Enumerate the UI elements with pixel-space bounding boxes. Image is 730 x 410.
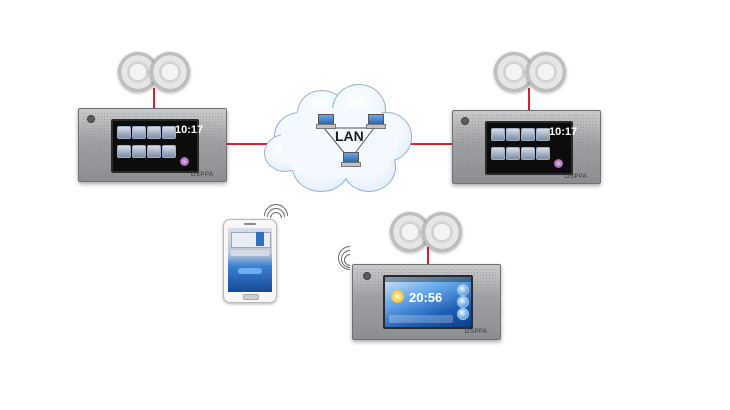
weather-sun-icon [391, 290, 404, 303]
panel-clock: 10:17 [549, 126, 578, 138]
app-tile-icon [117, 126, 131, 139]
app-tile-icon [491, 128, 505, 141]
menu-button-icon [457, 284, 469, 296]
link-right-speakers-to-panel [528, 88, 530, 110]
wifi-icon [259, 199, 294, 233]
app-tile-icon [147, 145, 161, 158]
app-tile-icon [521, 128, 535, 141]
app-tile-icon [117, 145, 131, 158]
smartphone-icon [223, 219, 277, 303]
panel-sensor [461, 117, 469, 125]
phone-screen [228, 228, 272, 292]
panel-clock: 10:17 [175, 124, 204, 136]
bottom-wall-panel: 20:56 DSPPA [352, 264, 501, 340]
status-bar [385, 277, 471, 282]
app-tile-icon [162, 145, 176, 158]
link-bottom-speakers-to-panel [427, 247, 429, 264]
app-tile-icon [132, 145, 146, 158]
app-tile-icon [536, 128, 550, 141]
ceiling-speaker-icon [422, 212, 462, 252]
panel-brand: DSPPA [565, 174, 588, 180]
menu-button-icon [457, 296, 469, 308]
phone-home-button [243, 294, 259, 300]
lan-label: LAN [335, 128, 364, 144]
link-left-panel-to-lan [225, 143, 271, 145]
link-left-speakers-to-panel [153, 88, 155, 108]
dock-bar [389, 315, 453, 323]
link-lan-to-right-panel [404, 143, 452, 145]
computer-icon [341, 152, 361, 167]
ceiling-speaker-icon [526, 52, 566, 92]
ceiling-speaker-icon [150, 52, 190, 92]
computer-icon [316, 114, 336, 129]
app-tile-icon [506, 128, 520, 141]
left-wall-panel: 10:17 DSPPA [78, 108, 227, 182]
app-tile-icon [536, 147, 550, 160]
app-tile-icon [521, 147, 535, 160]
panel-touchscreen: 10:17 [111, 119, 203, 173]
lan-cloud-icon: LAN [262, 82, 412, 194]
app-tile-icon [147, 126, 161, 139]
app-tile-icon [491, 147, 505, 160]
computer-icon [366, 114, 386, 129]
app-tile-icon [162, 126, 176, 139]
right-wall-panel: 10:17 DSPPA [452, 110, 601, 184]
panel-clock: 20:56 [409, 290, 443, 305]
app-tile-icon [506, 147, 520, 160]
phone-speaker-slot [244, 223, 256, 225]
panel-brand: DSPPA [465, 329, 488, 335]
panel-touchscreen: 10:17 [485, 121, 577, 175]
panel-sensor [87, 115, 95, 123]
menu-button-icon [457, 308, 469, 320]
app-tile-icon [132, 126, 146, 139]
power-icon [180, 157, 189, 166]
panel-sensor [363, 272, 371, 280]
panel-touchscreen: 20:56 [383, 275, 473, 329]
panel-brand: DSPPA [191, 172, 214, 178]
power-icon [554, 159, 563, 168]
